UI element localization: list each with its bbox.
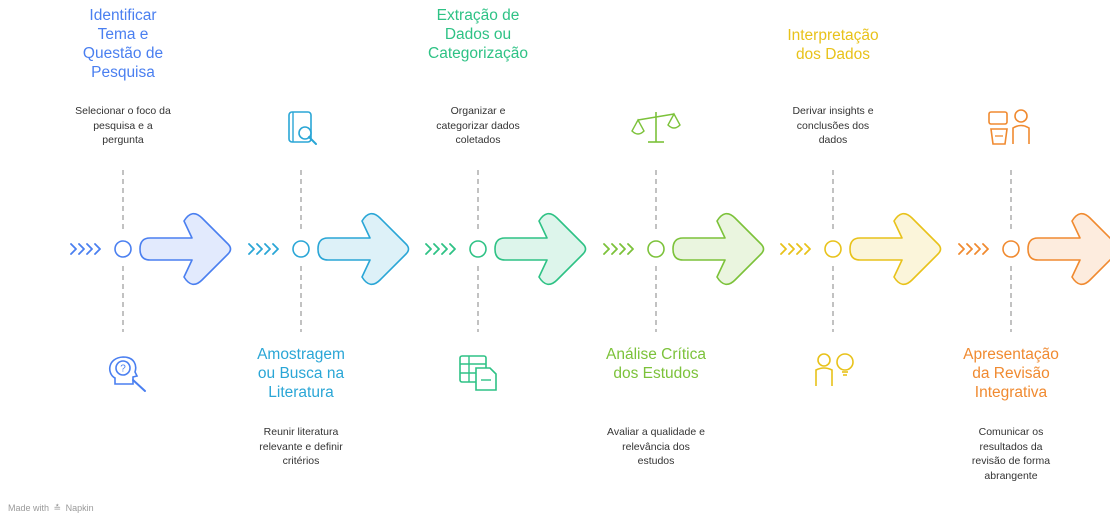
book-search-icon: [288, 111, 317, 145]
presenter-podium-icon: [988, 109, 1030, 145]
step-1-arrow: [139, 212, 232, 286]
step-5-marker: [780, 170, 942, 386]
step-5-description: Derivar insights e conclusões dos dados: [792, 105, 874, 146]
step-2-title: Amostragem ou Busca na Literatura: [257, 346, 345, 401]
step-2-arrow: [317, 212, 410, 286]
question-head-icon: ?: [108, 356, 146, 392]
step-4-arrow: [672, 212, 765, 286]
step-3-description: Organizar e categorizar dados coletados: [436, 105, 520, 146]
step-1-node: [114, 240, 132, 258]
step-2-node: [292, 240, 310, 258]
chevrons-3: [425, 243, 456, 255]
chevrons-4: [603, 243, 634, 255]
step-5-title: Interpretação dos Dados: [787, 27, 879, 63]
step-4-title: Análise Crítica dos Estudos: [606, 346, 706, 382]
step-4-description: Avaliar a qualidade e relevância dos est…: [607, 426, 705, 467]
footer-brand: Napkin: [65, 503, 94, 513]
step-1-description: Selecionar o foco da pesquisa e a pergun…: [75, 105, 171, 146]
step-3-arrow: [494, 212, 587, 286]
chevrons-1: [70, 243, 101, 255]
step-2-marker: [248, 111, 410, 332]
step-6-title: Apresentação da Revisão Integrativa: [963, 346, 1059, 401]
step-1-title: Identificar Tema e Questão de Pesquisa: [82, 7, 164, 81]
step-5-node: [824, 240, 842, 258]
step-6-arrow: [1027, 212, 1110, 286]
table-document-icon: [459, 355, 497, 391]
napkin-logo-icon: ≛: [53, 503, 62, 513]
step-6-node: [1002, 240, 1020, 258]
step-6-description: Comunicar os resultados da revisão de fo…: [971, 426, 1051, 482]
step-3-node: [469, 240, 487, 258]
step-3-marker: [425, 170, 587, 391]
chevrons-5: [780, 243, 811, 255]
footer-credit: Made with ≛ Napkin: [8, 503, 94, 514]
person-lightbulb-icon: [815, 353, 854, 386]
balance-scale-icon: [631, 112, 681, 143]
step-3-title: Extração de Dados ou Categorização: [428, 7, 528, 62]
step-4-node: [647, 240, 665, 258]
chevrons-2: [248, 243, 279, 255]
step-5-arrow: [849, 212, 942, 286]
step-4-marker: [603, 112, 765, 332]
step-2-description: Reunir literatura relevante e definir cr…: [259, 426, 343, 467]
footer-prefix: Made with: [8, 503, 50, 513]
svg-text:?: ?: [120, 364, 126, 375]
step-6-marker: [958, 109, 1110, 332]
chevrons-6: [958, 243, 989, 255]
step-1-marker: ?: [70, 170, 232, 392]
